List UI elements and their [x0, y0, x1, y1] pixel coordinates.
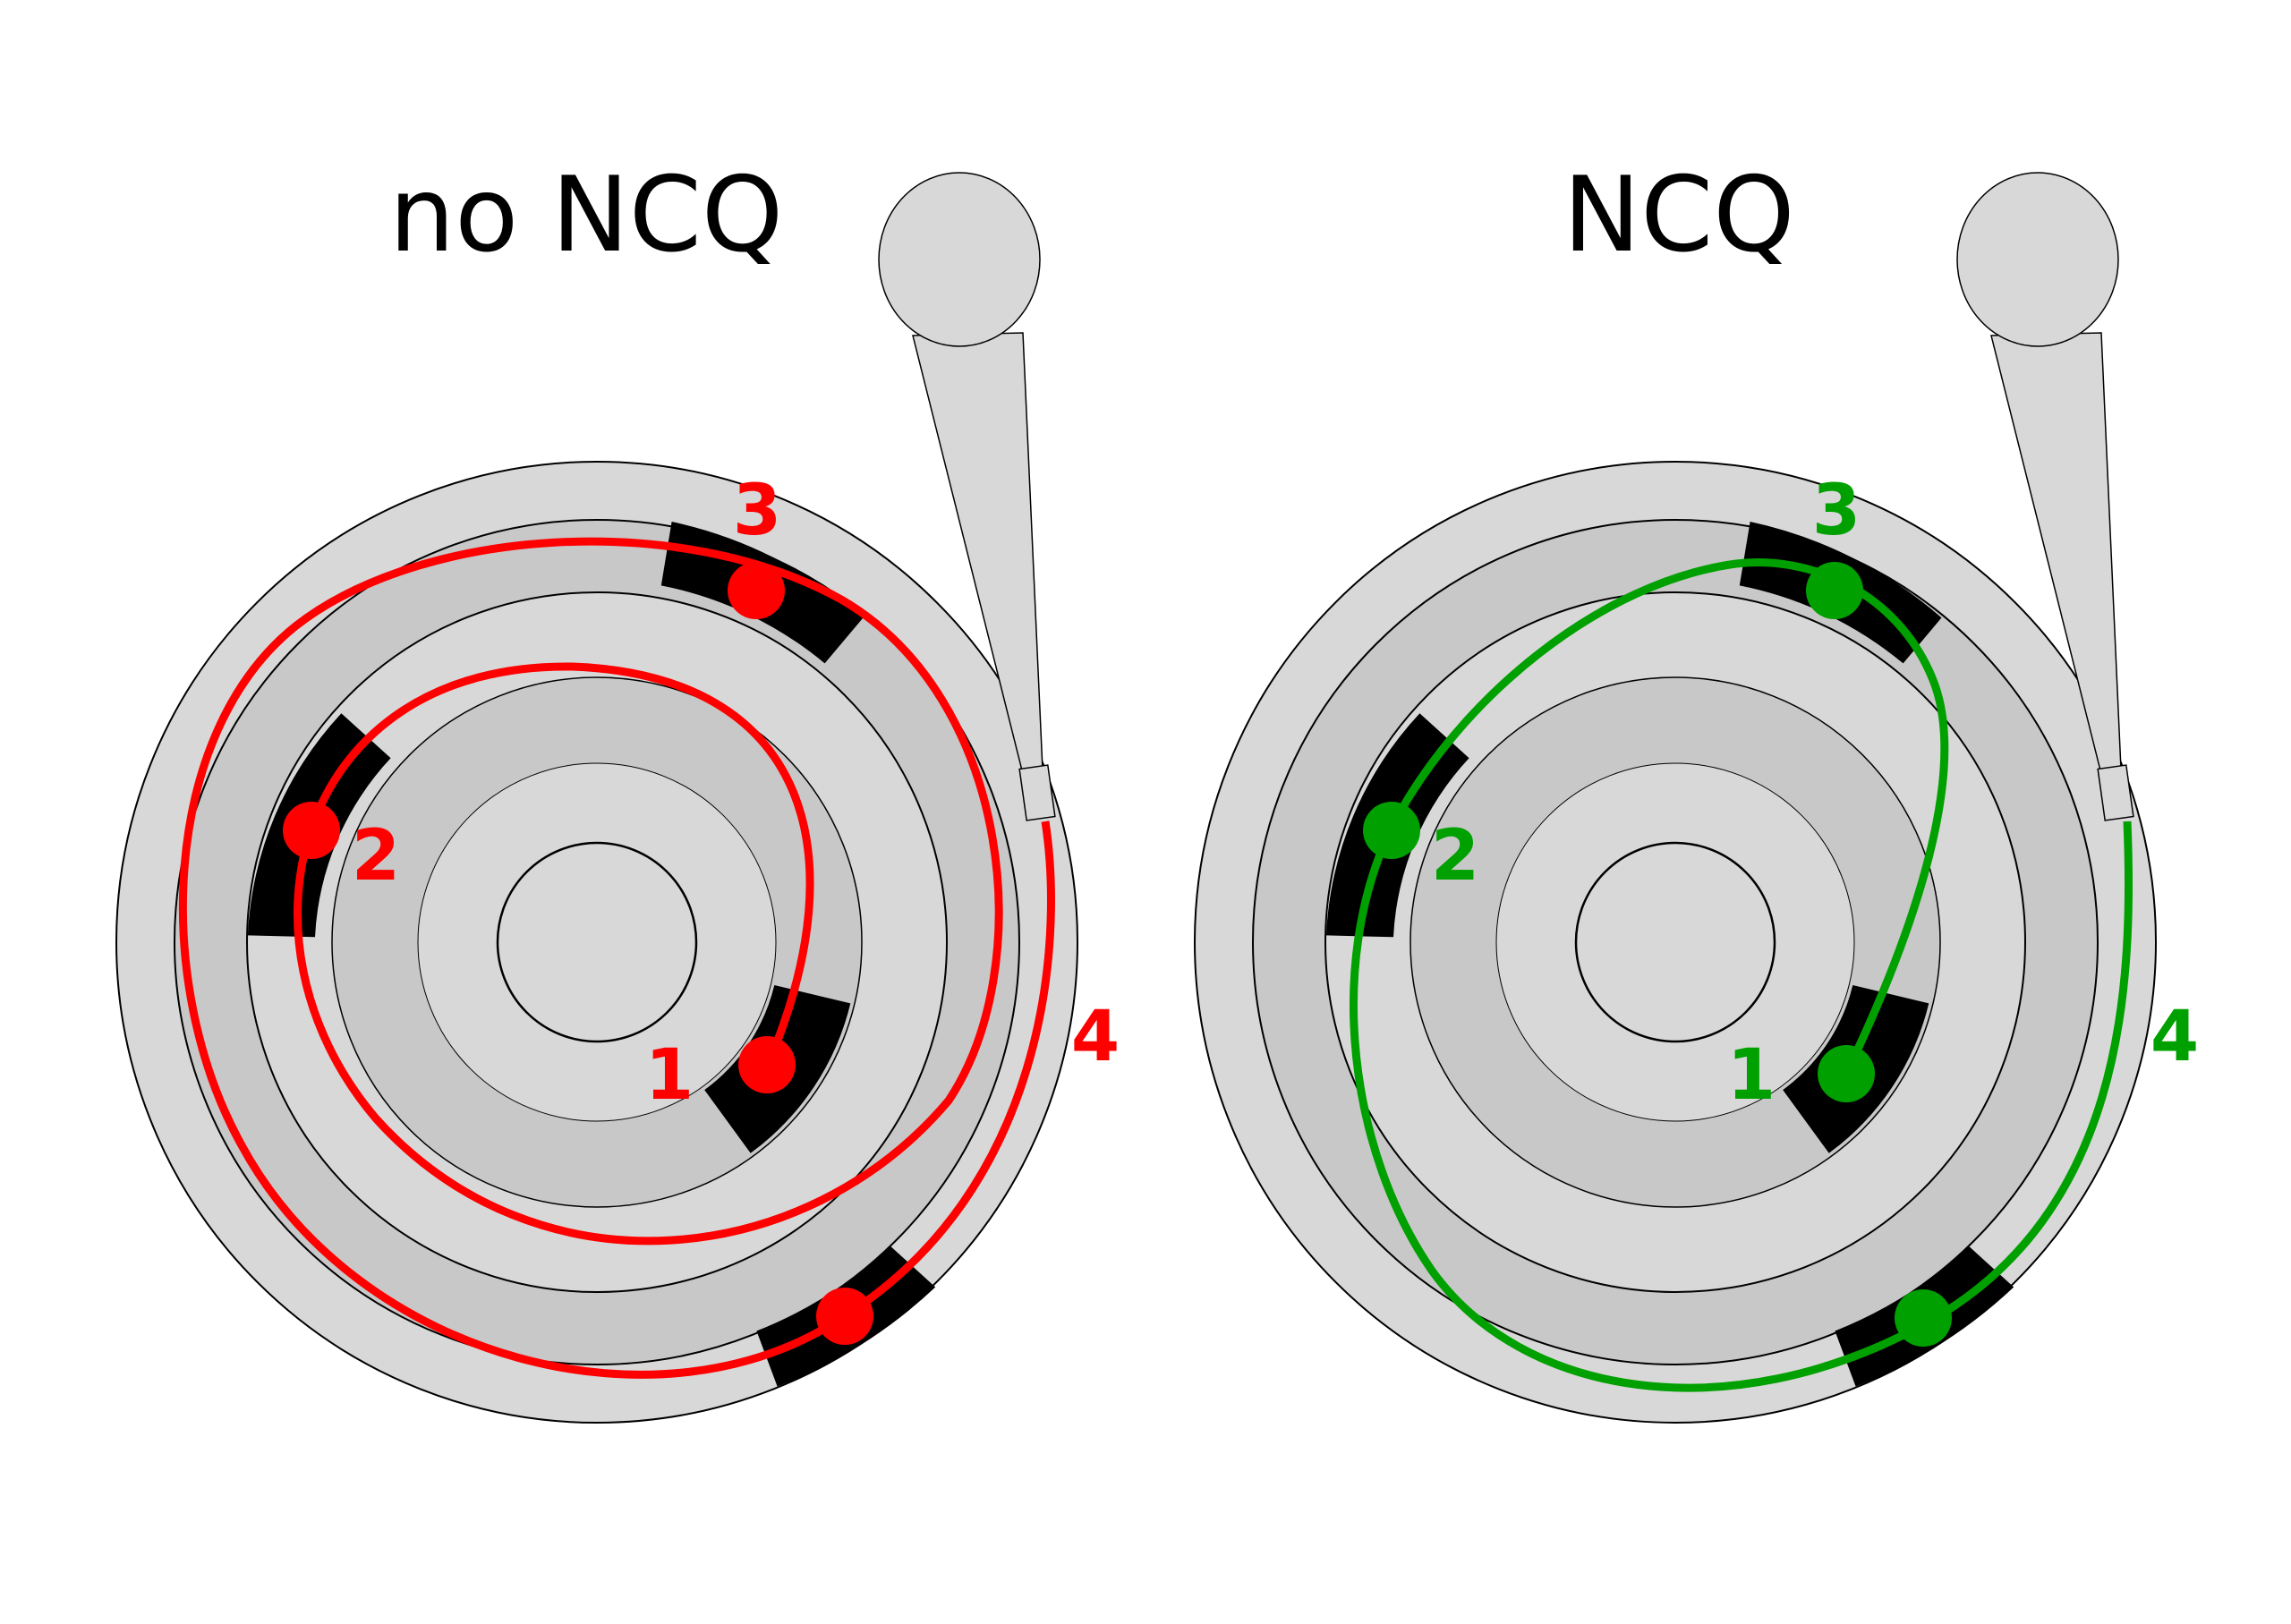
access-point-3	[728, 562, 785, 619]
read-write-head	[2097, 764, 2134, 821]
access-point-4	[816, 1288, 873, 1345]
access-point-4	[1895, 1289, 1952, 1347]
disk-platter	[115, 461, 1078, 1424]
access-point-1	[1818, 1045, 1875, 1102]
order-label-4: 4	[1071, 997, 1120, 1077]
disk-platter	[1194, 461, 2157, 1424]
panel-title-no-ncq: no NCQ	[389, 155, 783, 276]
head-seek-path	[178, 537, 1055, 1379]
order-label-2: 2	[352, 816, 400, 897]
order-label-4: 4	[2150, 997, 2199, 1077]
actuator-arm	[1956, 172, 2134, 821]
access-point-2	[1363, 802, 1420, 859]
order-label-1: 1	[1727, 1035, 1776, 1116]
panel-ncq: NCQ 1 2 3 4	[1194, 155, 2199, 1424]
order-label-3: 3	[733, 471, 781, 551]
read-write-head	[1018, 764, 1056, 821]
order-label-3: 3	[1812, 471, 1861, 551]
panel-no-ncq: no NCQ 1 2 3 4	[115, 155, 1120, 1424]
spindle-hub	[496, 841, 698, 1043]
access-point-2	[283, 802, 340, 859]
order-label-1: 1	[645, 1035, 694, 1116]
actuator-arm	[878, 172, 1056, 821]
spindle-hub	[1574, 841, 1776, 1043]
head-seek-path	[1350, 558, 2133, 1392]
order-label-2: 2	[1431, 816, 1479, 897]
access-point-3	[1806, 562, 1863, 619]
panel-title-ncq: NCQ	[1563, 155, 1794, 276]
access-point-1	[738, 1036, 796, 1093]
disk-head-actuator-icon	[1956, 172, 2119, 347]
disk-head-actuator-icon	[878, 172, 1041, 347]
